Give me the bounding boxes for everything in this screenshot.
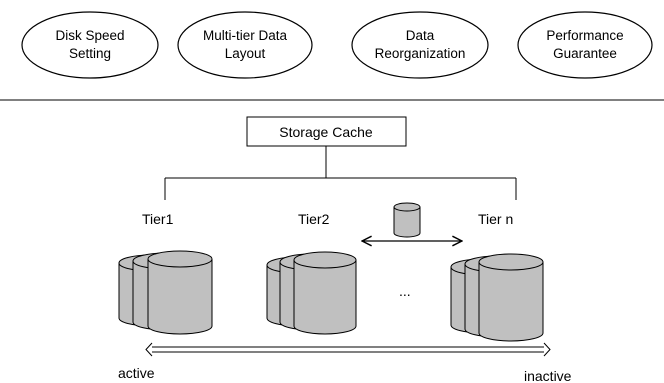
oval-label-line1: Disk Speed [55,28,124,43]
tier2-disk-stack [266,251,357,335]
tiern-disk-stack [450,253,544,342]
tier-label-2: Tier2 [298,211,330,227]
oval-performance-guarantee: Performance Guarantee [517,11,653,79]
cache-connectors [164,146,517,200]
migrating-disk-icon [393,202,421,238]
tier1-disk-stack [118,250,213,335]
activity-axis-arrow [145,342,551,357]
oval-multi-tier-layout: Multi-tier Data Layout [177,11,313,79]
tier-label-n: Tier n [478,211,513,227]
oval-label-line1: Data [406,28,435,43]
oval-data-reorganization: Data Reorganization [351,11,489,79]
oval-label-line2: Setting [69,46,111,61]
tier-ellipsis: ... [399,283,411,299]
storage-cache-label: Storage Cache [279,124,373,140]
oval-disk-speed: Disk Speed Setting [21,11,159,79]
axis-label-active: active [118,365,155,381]
oval-label-line1: Performance [546,28,623,43]
oval-label-line2: Layout [225,46,266,61]
tier-label-1: Tier1 [142,211,174,227]
oval-label-line2: Reorganization [375,46,466,61]
oval-label-line1: Multi-tier Data [203,28,288,43]
oval-label-line2: Guarantee [553,46,617,61]
storage-cache-box: Storage Cache [246,116,407,147]
axis-label-inactive: inactive [524,368,572,383]
